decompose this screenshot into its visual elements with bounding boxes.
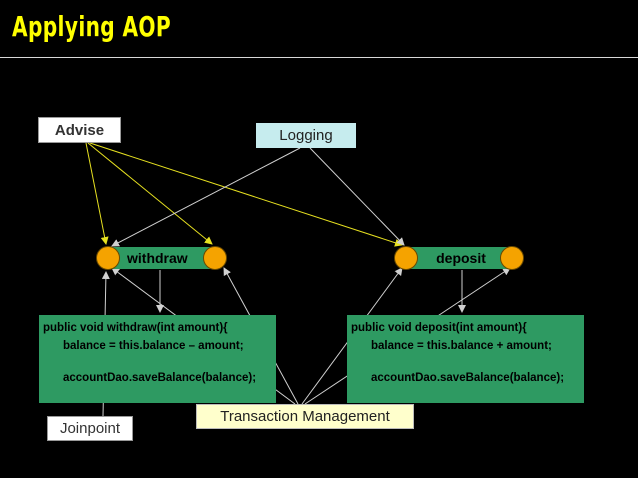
logging-label: Logging [256, 123, 356, 148]
advise-label: Advise [38, 117, 121, 143]
withdraw-before-joinpoint [96, 246, 120, 270]
withdraw-code-line-1: public void withdraw(int amount){ [43, 322, 228, 334]
title-divider [0, 57, 638, 58]
logging-to-withdraw-arrow [111, 147, 301, 247]
deposit-after-joinpoint [500, 246, 524, 270]
withdraw-method-label: withdraw [127, 250, 188, 266]
logging-to-deposit-arrow [309, 147, 405, 246]
withdraw-code-line-2: balance = this.balance – amount; [63, 340, 244, 352]
withdraw-code-line-3: accountDao.saveBalance(balance); [63, 372, 257, 384]
joinpoint-label: Joinpoint [47, 416, 133, 441]
deposit-code-line-2: balance = this.balance + amount; [371, 340, 552, 352]
advise-to-withdraw-end-arrow [87, 142, 213, 245]
transaction-management-label: Transaction Management [196, 404, 414, 429]
deposit-method-bar: deposit [405, 247, 513, 269]
advise-to-withdraw-arrow [85, 142, 109, 245]
slide-title: Applying AOP [12, 10, 172, 43]
deposit-method-label: deposit [436, 250, 486, 266]
withdraw-method-bar: withdraw [111, 247, 219, 269]
deposit-code-block: public void deposit(int amount){ balance… [347, 315, 584, 403]
deposit-code-line-1: public void deposit(int amount){ [351, 322, 527, 334]
advise-to-deposit-arrow [89, 142, 403, 247]
withdraw-code-block: public void withdraw(int amount){ balanc… [39, 315, 276, 403]
deposit-before-joinpoint [394, 246, 418, 270]
deposit-code-line-3: accountDao.saveBalance(balance); [371, 372, 565, 384]
withdraw-after-joinpoint [203, 246, 227, 270]
